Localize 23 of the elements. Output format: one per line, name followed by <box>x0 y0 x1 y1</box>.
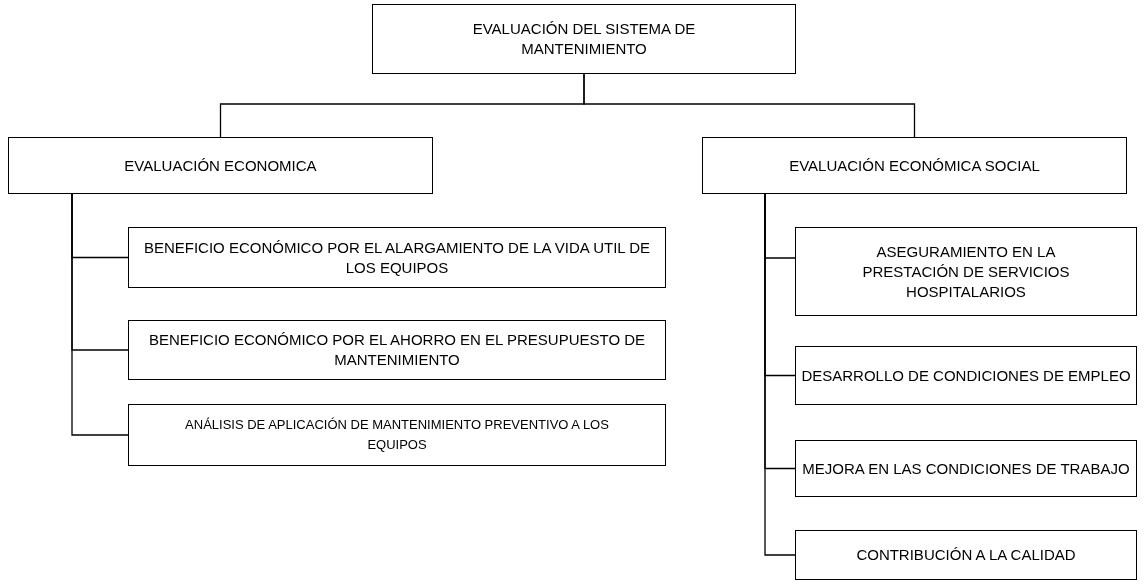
node-label: ANÁLISIS DE APLICACIÓN DE MANTENIMIENTO PREVENTIVO A LOS EQUIPOS <box>184 416 610 454</box>
text-box <box>795 346 1137 405</box>
node-label: BENEFICIO ECONÓMICO POR EL ALARGAMIENTO DE LA VIDA UTIL DE LOS EQUIPOS <box>142 237 652 278</box>
connector-line <box>71 193 129 436</box>
node-label: EVALUACIÓN ECONOMICA <box>124 155 317 176</box>
node-label: BENEFICIO ECONÓMICO POR EL AHORRO EN EL PRESUPUESTO DE MANTENIMIENTO <box>147 330 647 370</box>
node-label: MEJORA EN LAS CONDICIONES DE TRABAJO <box>802 458 1130 479</box>
text-box <box>8 137 433 194</box>
text-box <box>795 227 1137 316</box>
text-box <box>702 137 1127 194</box>
node-label: EVALUACIÓN DEL SISTEMA DE MANTENIMIENTO <box>471 19 697 59</box>
text-box <box>128 320 666 380</box>
text-box <box>372 4 796 74</box>
text-box <box>795 530 1137 580</box>
node-label: CONTRIBUCIÓN A LA CALIDAD <box>856 545 1076 565</box>
text-box <box>128 404 666 466</box>
connector-line <box>764 193 796 556</box>
node-label: DESARROLLO DE CONDICIONES DE EMPLEO <box>801 365 1131 386</box>
node-label: ASEGURAMIENTO EN LA PRESTACIÓN DE SERVICIOS HOSPITALARIOS <box>861 241 1071 302</box>
node-label: EVALUACIÓN ECONÓMICA SOCIAL <box>789 155 1040 176</box>
connector-line <box>583 73 916 138</box>
text-box <box>795 440 1137 497</box>
text-box <box>128 227 666 288</box>
